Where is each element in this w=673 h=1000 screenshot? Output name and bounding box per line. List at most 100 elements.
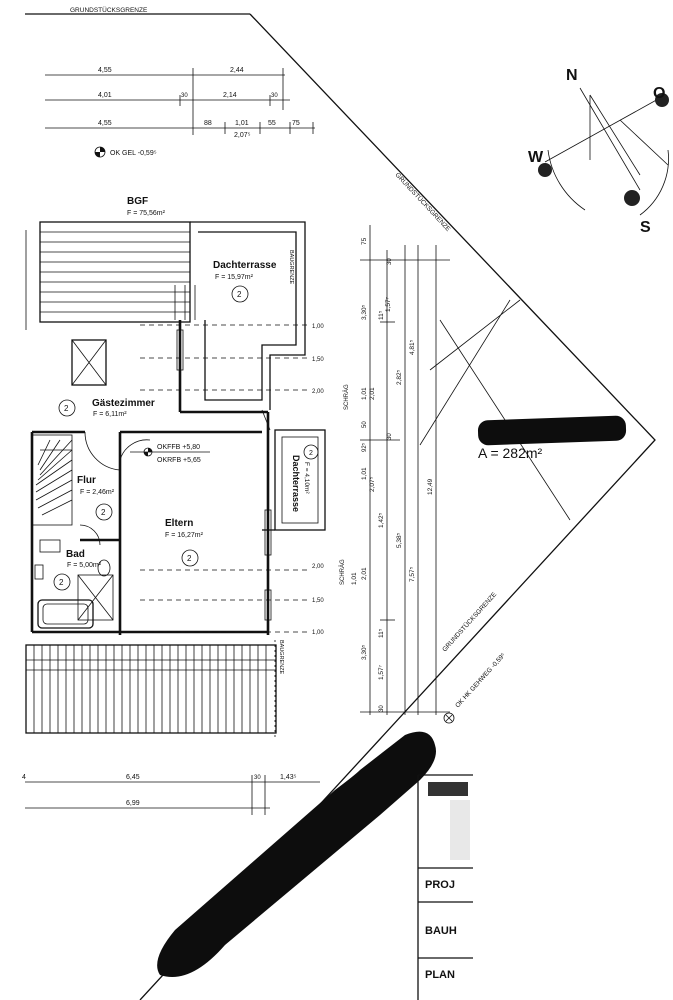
dim-row1-a: 4,55 — [98, 67, 112, 74]
bdim-row2-a: 6,99 — [126, 800, 140, 807]
room-bad-name: Bad — [66, 549, 85, 560]
room-number-badge — [53, 573, 71, 591]
ok-hk-label: OK HK GEHWEG -0,59⁵ — [454, 652, 507, 710]
level-marker-icon — [94, 146, 106, 158]
room-gaestezimmer-name: Gästezimmer — [92, 398, 155, 409]
rdim-207: 2,07⁵ — [369, 476, 376, 492]
room-flur-num: 2 — [101, 508, 106, 517]
rdim-schrag2: SCHRÄG — [339, 559, 346, 585]
rdim-330b: 3,30⁵ — [361, 644, 368, 660]
rdim-201a: 2,01 — [369, 387, 376, 400]
dim-row3-d: 55 — [268, 120, 276, 127]
bdim-row1-c: 30 — [254, 775, 261, 781]
boundary-label-top: GRUNDSTÜCKSGRENZE — [70, 6, 148, 14]
staircase — [31, 434, 73, 526]
sun-east-icon — [655, 93, 669, 107]
bdim-row1-b: 6,45 — [126, 774, 140, 781]
sun-west-icon — [538, 163, 552, 177]
boundary-label-lower: GRUNDSTÜCKSGRENZE — [441, 590, 499, 653]
title-bauh: BAUH — [425, 925, 457, 937]
rdim-30b: 30 — [387, 433, 393, 440]
room-dachterrasse-small-area: F = 4,10m² — [303, 462, 310, 494]
room-dachterrasse-small-num: 2 — [309, 450, 313, 457]
sun-south-icon — [624, 190, 640, 206]
redacted-area — [157, 731, 436, 977]
dim-row1-b: 2,44 — [230, 67, 244, 74]
door-swing-icon — [79, 524, 101, 546]
room-dachterrasse-area: F = 15,97m² — [215, 274, 254, 281]
dim-row3-a: 4,55 — [98, 120, 112, 127]
compass-rose — [538, 87, 669, 216]
room-dachterrasse-small-name: Dachterrasse — [291, 455, 301, 512]
rdim-757: 7,57⁵ — [409, 566, 416, 582]
top-dimension-lines — [45, 68, 315, 135]
dim-row2-c: 2,14 — [223, 92, 237, 99]
room-dachterrasse-name: Dachterrasse — [213, 260, 277, 271]
room-eltern-name: Eltern — [165, 518, 193, 529]
walls — [30, 221, 326, 635]
compass-o: O — [653, 85, 665, 102]
height-mark-3: 2,00 — [312, 389, 324, 395]
rdim-11b: 11⁵ — [378, 628, 385, 638]
room-number-badge — [95, 503, 113, 521]
room-eltern-num: 2 — [187, 554, 192, 563]
dim-row3-b: 88 — [204, 120, 212, 127]
level-marker-icon — [443, 712, 455, 724]
roof-top — [25, 221, 196, 330]
bottom-dimension-lines — [25, 775, 320, 815]
dim-row2-d: 30 — [271, 93, 278, 99]
dim-row2-b: 30 — [181, 93, 188, 99]
compass-n: N — [566, 67, 578, 84]
right-dimension-lines — [360, 225, 450, 715]
rdim-1249: 12,49 — [427, 478, 434, 495]
room-eltern-area: F = 16,27m² — [165, 532, 204, 539]
ok-gel-label: OK GEL -0,59⁵ — [110, 150, 157, 157]
rdim-201b: 2,01 — [361, 567, 368, 580]
title-block — [417, 774, 473, 1000]
room-number-badge — [181, 549, 199, 567]
roof-bottom — [25, 644, 277, 734]
level-okffb: OKFFB +5,80 — [157, 444, 200, 451]
compass-s: S — [640, 219, 651, 236]
rdim-30c: 30 — [379, 705, 385, 712]
dim-row3-e: 75 — [292, 120, 300, 127]
dim-row3-f: 2,07⁵ — [234, 132, 251, 139]
height-mark-4: 2,00 — [312, 564, 324, 570]
boundary-label-upper: GRUNDSTÜCKSGRENZE — [394, 171, 453, 233]
rdim-330a: 3,30⁵ — [361, 304, 368, 320]
room-number-badge — [58, 399, 76, 417]
title-plan: PLAN — [425, 969, 455, 981]
bdim-row1-a: 4 — [22, 774, 26, 781]
height-mark-5: 1,50 — [312, 598, 324, 604]
room-bad-num: 2 — [59, 578, 64, 587]
window — [264, 509, 272, 556]
height-lines — [140, 324, 310, 633]
rdim-101a: 1,01 — [361, 387, 368, 400]
level-okrfb: OKRFB +5,65 — [157, 457, 201, 464]
window — [264, 589, 272, 621]
baugrenze-label-top: BAUGRENZE — [288, 250, 294, 285]
dim-row2-a: 4,01 — [98, 92, 112, 99]
door-swing-icon — [84, 431, 121, 471]
bgf-label: BGF — [127, 196, 148, 207]
room-flur-area: F = 2,46m² — [80, 489, 115, 496]
bdim-row1-d: 1,43⁵ — [280, 774, 297, 781]
room-gaestezimmer-area: F = 6,11m² — [93, 411, 127, 418]
bathroom-fixtures — [34, 539, 114, 629]
height-mark-1: 1,00 — [312, 324, 324, 330]
room-number-badge — [231, 285, 249, 303]
height-mark-2: 1,50 — [312, 357, 324, 363]
rdim-157a: 1,57⁷ — [385, 296, 392, 312]
dim-row3-c: 1,01 — [235, 120, 249, 127]
height-mark-6: 1,00 — [312, 630, 324, 636]
rdim-11a: 11⁵ — [378, 310, 385, 320]
room-gaestezimmer-num: 2 — [64, 404, 69, 413]
room-flur-name: Flur — [77, 475, 96, 486]
skylight — [71, 339, 107, 386]
lot-area: A = 282m² — [478, 445, 543, 461]
rdim-50: 50 — [362, 421, 368, 428]
bgf-value: F = 75,56m² — [127, 210, 166, 217]
rdim-101b: 1,01 — [361, 467, 368, 480]
rdim-481: 4,81⁵ — [409, 339, 416, 355]
